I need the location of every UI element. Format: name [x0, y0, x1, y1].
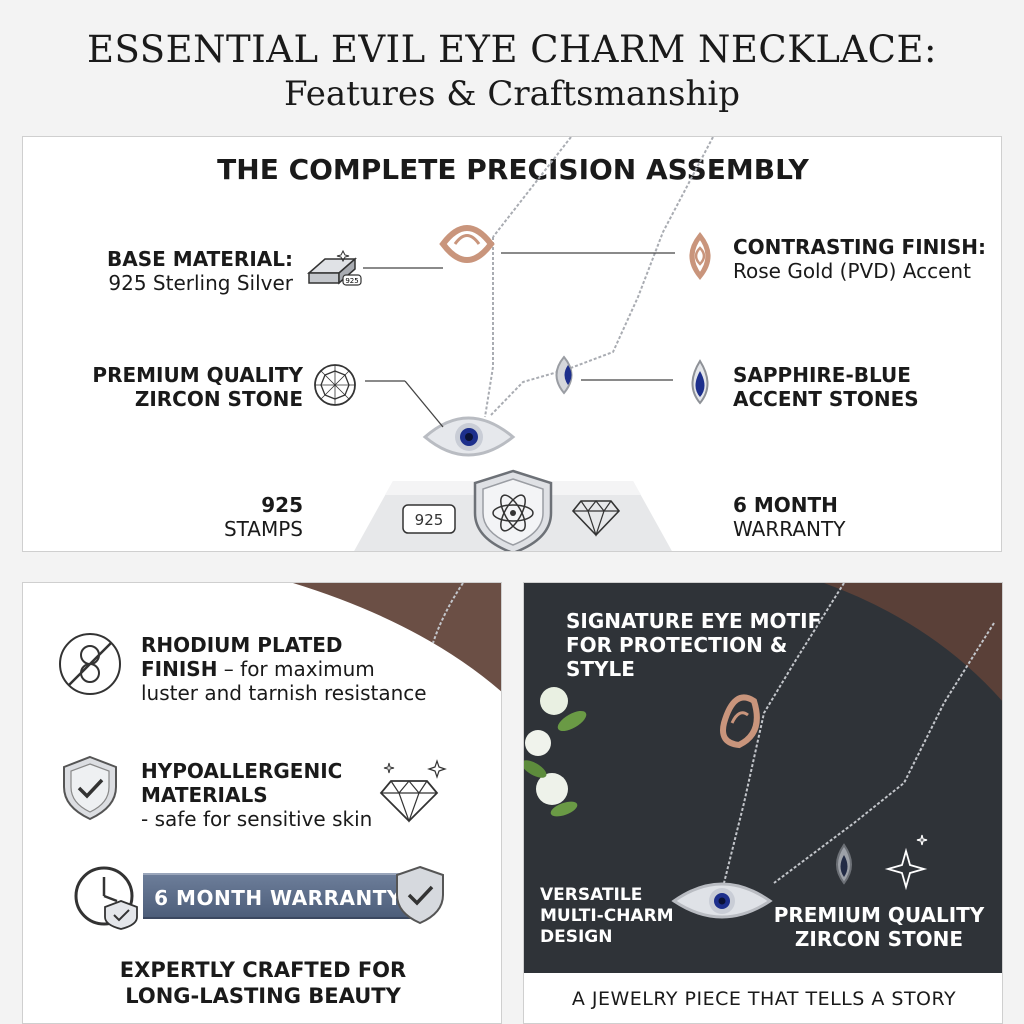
motif-line1: SIGNATURE EYE MOTIF: [566, 609, 822, 633]
stamp-925-text: 925: [415, 511, 444, 529]
versatile-line2: MULTI-CHARM: [540, 906, 674, 926]
features-panel: RHODIUM PLATED FINISH – for maximum lust…: [22, 582, 502, 1024]
silver-ingot-icon: 925: [307, 249, 362, 286]
hypo-title-line1: HYPOALLERGENIC: [141, 759, 343, 783]
craft-footer-line2: LONG-LASTING BEAUTY: [125, 984, 401, 1009]
rhodium-title-line1: RHODIUM PLATED: [141, 633, 343, 657]
contrasting-finish-value: Rose Gold (PVD) Accent: [733, 259, 971, 283]
lifestyle-footer-strip: [524, 973, 1002, 1023]
stamps-line1: 925: [261, 493, 303, 517]
motif-line2: FOR PROTECTION &: [566, 633, 788, 657]
warranty-shield-icon: [396, 865, 444, 925]
rose-gold-eye-icon: [689, 231, 711, 281]
hypo-desc: - safe for sensitive skin: [141, 807, 373, 831]
rhodium-title-line2: FINISH: [141, 657, 218, 681]
craft-footer-line1: EXPERTLY CRAFTED FOR: [119, 958, 407, 982]
diamond-icon: [571, 500, 621, 537]
warranty-banner: 6 MONTH WARRANTY: [143, 873, 413, 919]
warranty-line1: 6 MONTH: [733, 493, 838, 517]
lifestyle-zircon-line1: PREMIUM QUALITY: [773, 903, 985, 927]
necklace-illustration: [363, 137, 714, 457]
sapphire-label-line2: ACCENT STONES: [733, 387, 919, 411]
stamp-925-icon: 925: [402, 504, 456, 534]
atom-shield-icon: [473, 469, 553, 551]
rhodium-desc-line2: luster and tarnish resistance: [141, 681, 427, 705]
craft-footer: EXPERTLY CRAFTED FOR LONG-LASTING BEAUTY: [23, 957, 501, 1010]
sapphire-label-line1: SAPPHIRE-BLUE: [733, 363, 911, 387]
rhodium-desc-line1: – for maximum: [217, 657, 375, 681]
base-material-value: 925 Sterling Silver: [108, 271, 293, 295]
round-gem-icon: [314, 364, 356, 406]
stamps-line2: STAMPS: [223, 517, 303, 541]
clock-shield-icon: [74, 866, 138, 930]
no-tarnish-icon: [59, 633, 121, 695]
lifestyle-scene: [524, 583, 1002, 973]
ingot-stamp-text: 925: [345, 277, 358, 285]
versatile-line1: VERSATILE: [540, 885, 643, 905]
hypo-title-line2: MATERIALS: [141, 783, 268, 807]
versatile-line3: DESIGN: [540, 927, 613, 947]
lifestyle-zircon-line2: ZIRCON STONE: [794, 927, 964, 951]
warranty-line2: WARRANTY: [733, 517, 846, 541]
zircon-label-line2: ZIRCON STONE: [134, 387, 303, 411]
zircon-label-line1: PREMIUM QUALITY: [92, 363, 303, 387]
sapphire-drop-icon: [691, 359, 709, 405]
page-title: ESSENTIAL EVIL EYE CHARM NECKLACE:: [87, 28, 937, 71]
base-material-label: BASE MATERIAL:: [107, 247, 293, 271]
lifestyle-panel: SIGNATURE EYE MOTIF FOR PROTECTION & STY…: [523, 582, 1003, 1024]
rhodium-title-line2-row: FINISH – for maximum: [141, 657, 375, 681]
shield-check-icon: [63, 755, 117, 821]
motif-line3: STYLE: [566, 657, 635, 681]
assembly-heading: THE COMPLETE PRECISION ASSEMBLY: [217, 153, 809, 186]
page-subtitle: Features & Craftsmanship: [283, 74, 740, 114]
precision-assembly-panel: THE COMPLETE PRECISION ASSEMBLY BASE MAT…: [22, 136, 1002, 552]
brown-corner-decoration: [293, 583, 501, 692]
lifestyle-footer: A JEWELRY PIECE THAT TELLS A STORY: [571, 988, 957, 1010]
contrasting-finish-label: CONTRASTING FINISH:: [733, 235, 986, 259]
sparkle-diamond-icon: [379, 759, 447, 823]
